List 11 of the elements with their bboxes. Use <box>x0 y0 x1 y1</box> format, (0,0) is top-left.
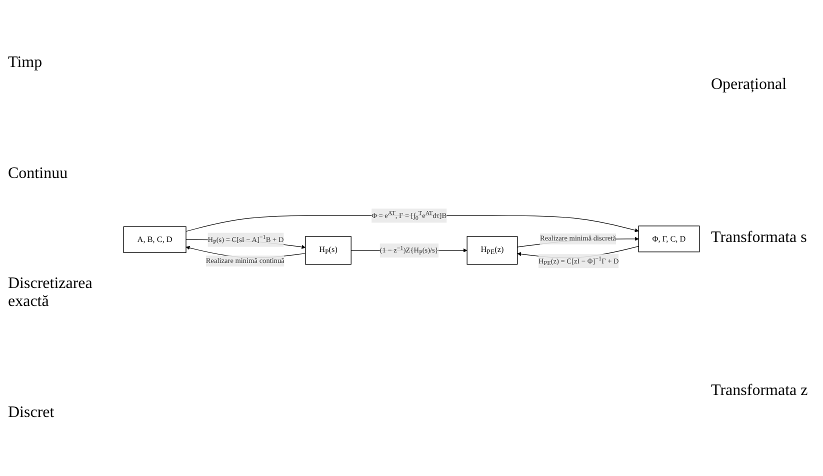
node-box: H$_{P}$(s) <box>305 236 352 264</box>
axis-label: Transformata s <box>711 228 808 247</box>
axis-label: Transformata z <box>711 382 809 400</box>
node-box: Φ, Γ, C, D <box>638 225 700 252</box>
node-box: A, B, C, D <box>123 226 186 253</box>
node-box: H$_{PE}$(z) <box>466 236 518 264</box>
axis-label: Operațional <box>711 76 788 94</box>
axis-label: Discret <box>8 404 56 422</box>
axis-label: Continuu <box>8 164 69 183</box>
axis-label: Discretizarea exactă <box>8 275 94 312</box>
axis-label: Timp <box>8 54 44 72</box>
